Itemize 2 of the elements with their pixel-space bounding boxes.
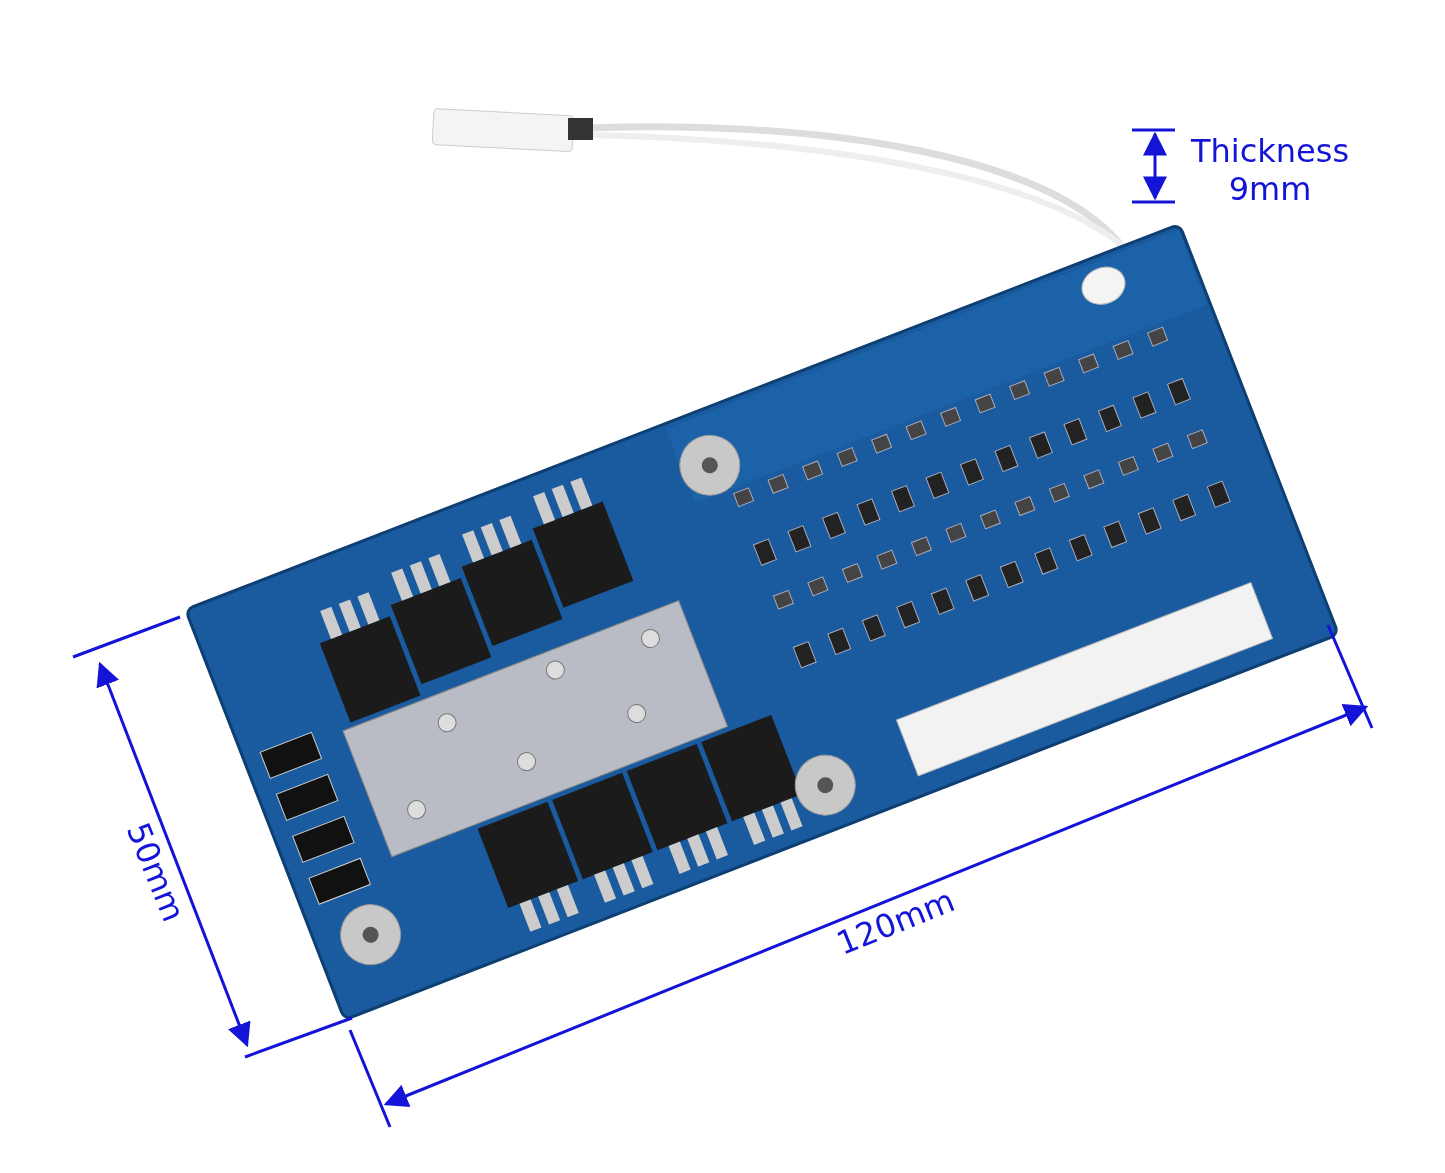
- dimension-label: Thickness 9mm: [1189, 131, 1351, 209]
- dimension-label: 50mm: [117, 817, 193, 928]
